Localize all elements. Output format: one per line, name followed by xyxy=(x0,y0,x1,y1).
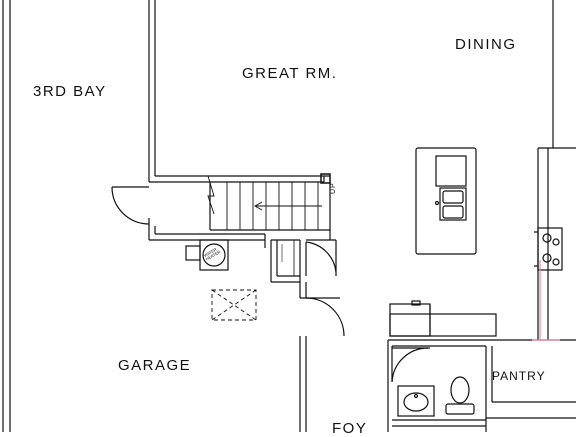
left-exterior-wall xyxy=(2,0,11,432)
toilet-icon xyxy=(445,376,475,415)
room-label-foyer: FOY xyxy=(332,420,368,437)
right-exterior-wall xyxy=(537,0,576,340)
bay-great-room-wall xyxy=(148,0,330,248)
lavatory-icon xyxy=(397,385,435,417)
range-icon xyxy=(534,227,563,271)
stair-up-label: UP xyxy=(330,182,337,194)
accent-lines xyxy=(532,260,560,341)
attic-access-icon xyxy=(211,289,257,321)
closet-walls xyxy=(270,232,337,298)
water-heater-icon xyxy=(185,239,229,271)
room-label-great-room: GREAT RM. xyxy=(242,65,338,82)
room-label-garage: GARAGE xyxy=(118,357,192,374)
bay-door-swing xyxy=(111,186,150,225)
stairs-icon xyxy=(207,173,331,232)
room-label-3rd-bay: 3RD BAY xyxy=(33,83,107,100)
garage-foyer-wall xyxy=(299,297,345,432)
washer-dryer-icon xyxy=(389,300,497,337)
room-label-pantry: PANTRY xyxy=(492,369,546,383)
powder-room-walls xyxy=(392,419,486,427)
closet-door-swing xyxy=(305,241,337,276)
pantry-walls xyxy=(387,339,576,432)
room-label-dining: DINING xyxy=(455,36,517,53)
sink-icon xyxy=(434,187,467,221)
pantry-door-swing xyxy=(391,347,430,383)
kitchen-island xyxy=(415,147,477,255)
